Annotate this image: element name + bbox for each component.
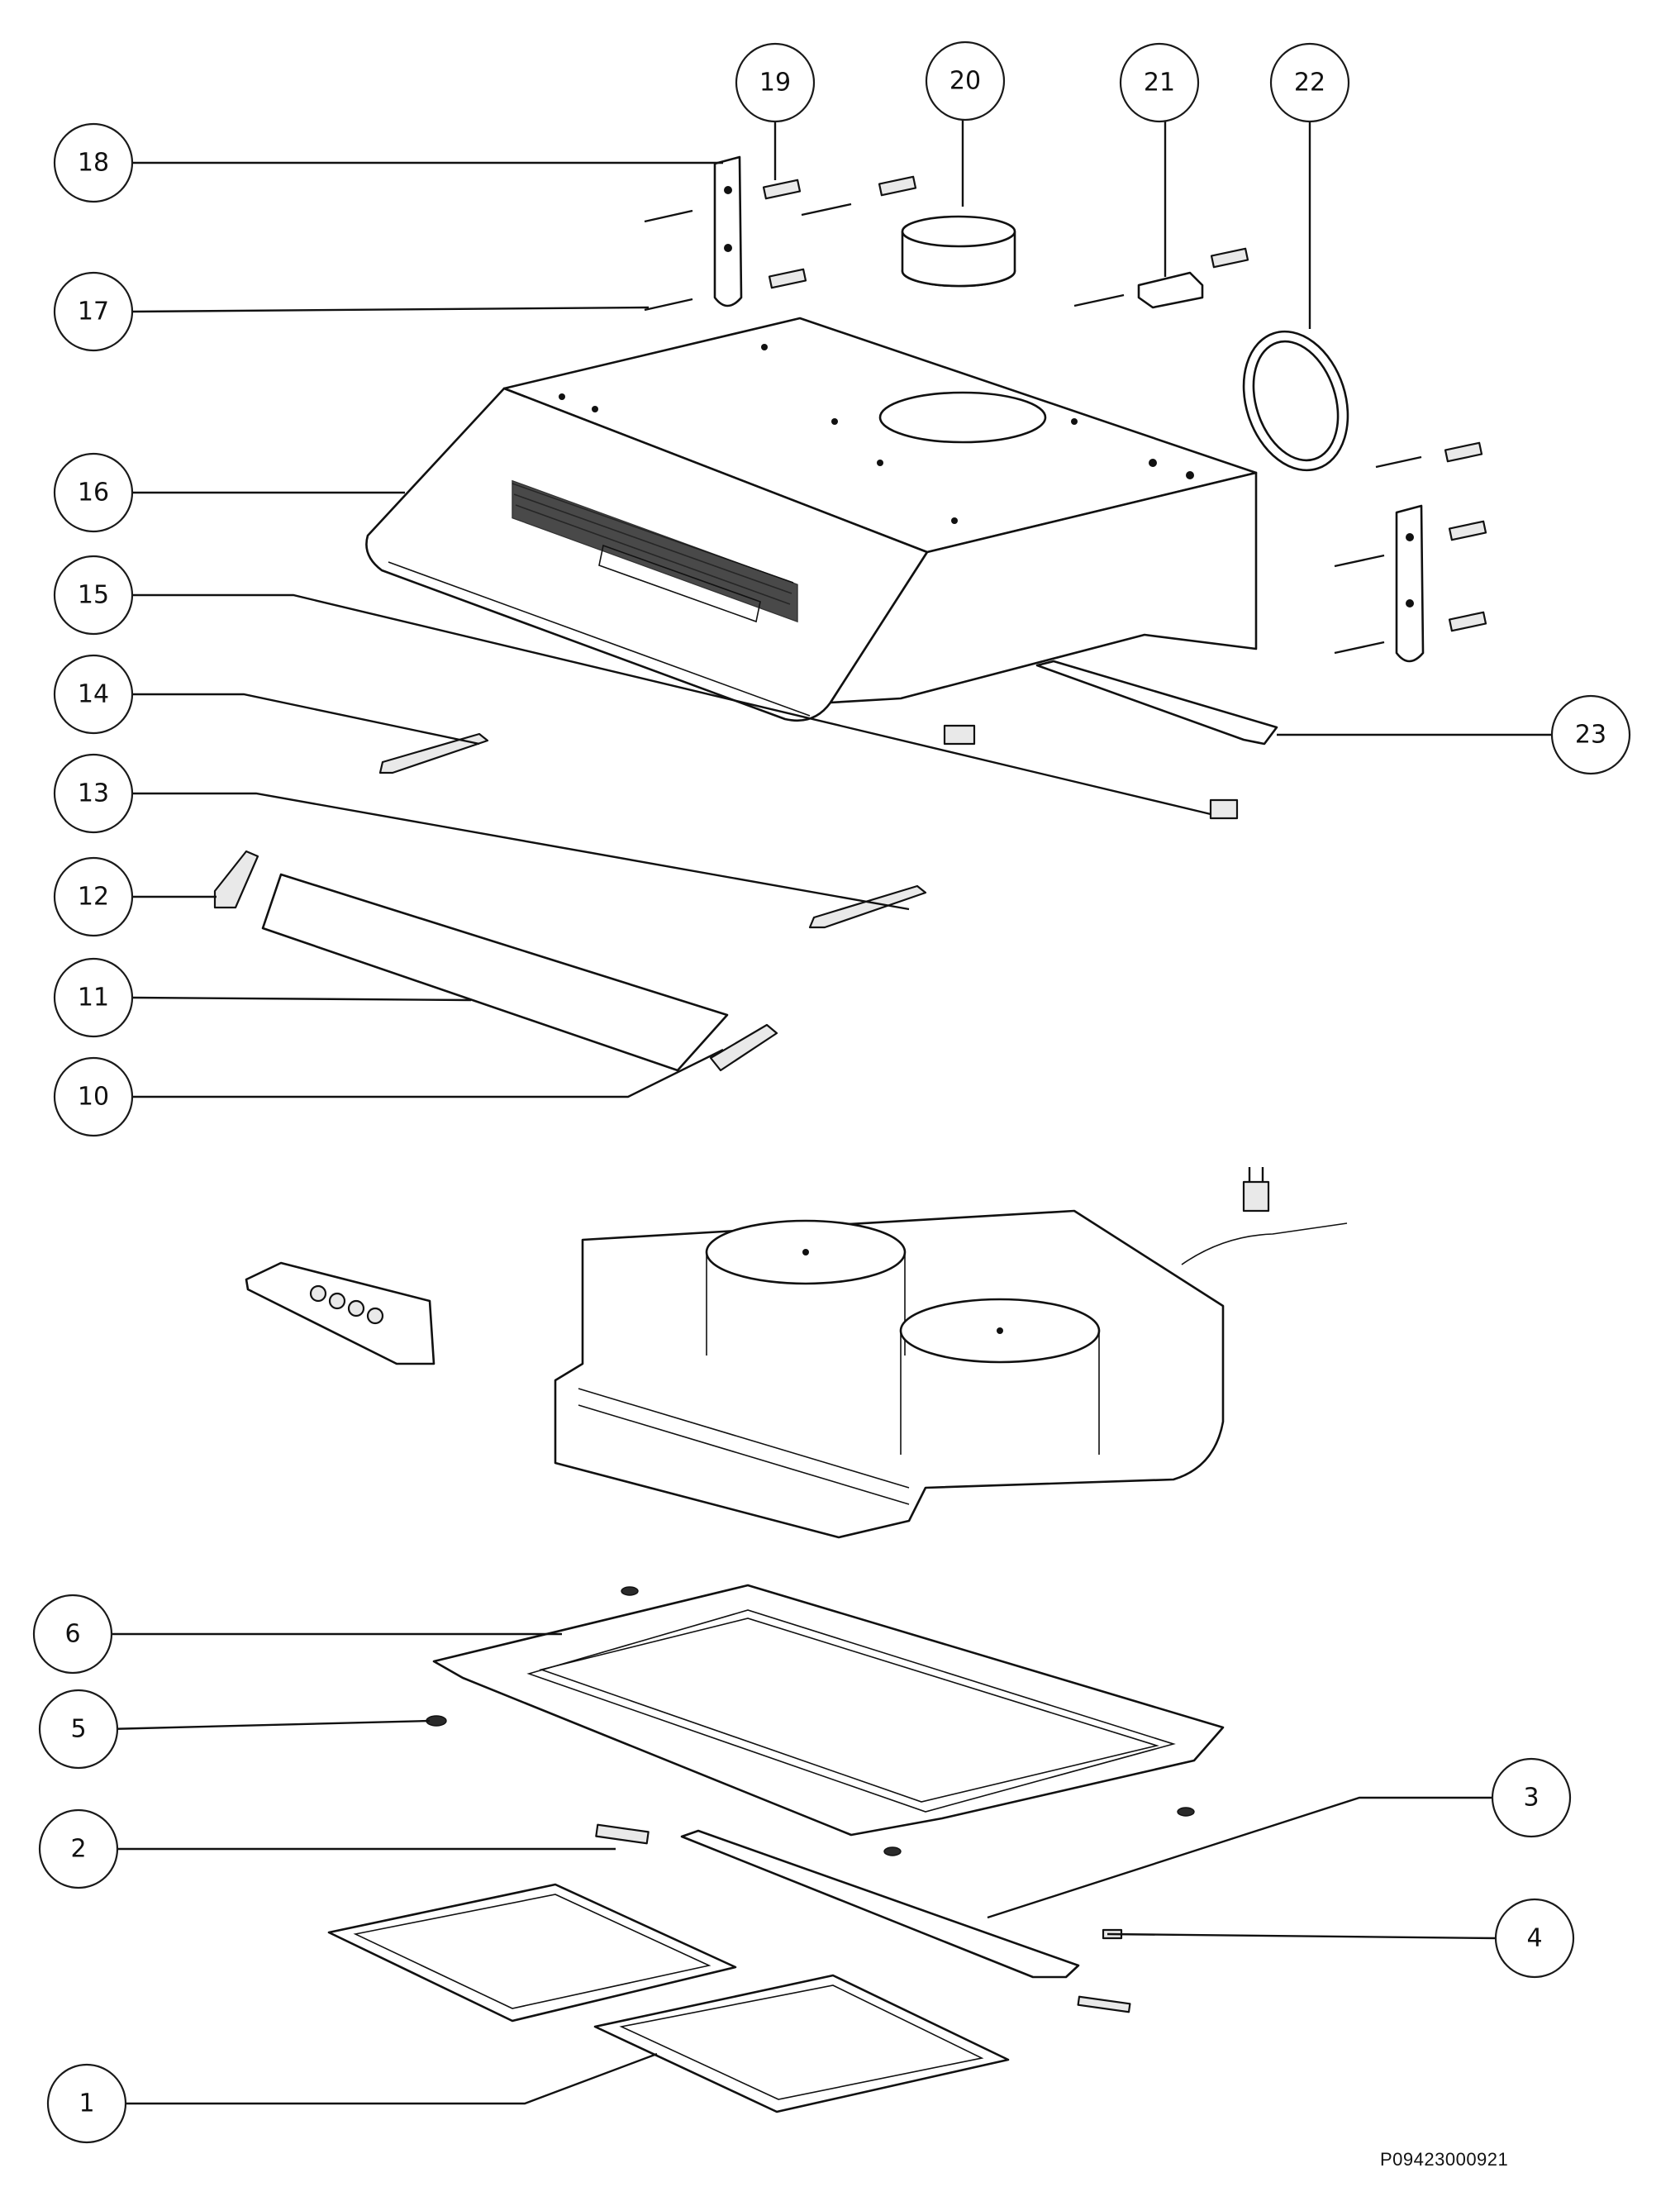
- filter-panel-part: [261, 873, 729, 1072]
- callout-label: 12: [78, 883, 109, 912]
- callout-label: 16: [78, 479, 109, 507]
- callout-22: 22: [1269, 42, 1350, 123]
- callout-15: 15: [53, 555, 134, 636]
- callout-label: 5: [70, 1715, 86, 1744]
- hood-body-part: [365, 317, 1258, 722]
- callout-10: 10: [53, 1056, 134, 1137]
- clip-part-12: [213, 850, 259, 909]
- clip-part-13: [808, 884, 927, 929]
- callout-label: 20: [949, 67, 981, 96]
- callout-label: 17: [78, 298, 109, 326]
- callout-21: 21: [1119, 42, 1200, 123]
- callout-17: 17: [53, 271, 134, 352]
- callout-label: 11: [78, 984, 109, 1012]
- callout-label: 6: [64, 1620, 80, 1649]
- rail-part-3: [680, 1829, 1080, 1979]
- fastener-part-2: [595, 1823, 650, 1845]
- leader-lines: [107, 107, 1552, 2105]
- callout-19: 19: [735, 42, 816, 123]
- callout-14: 14: [53, 654, 134, 735]
- callout-label: 21: [1144, 69, 1175, 98]
- callout-6: 6: [32, 1594, 113, 1675]
- vent-grille: [512, 479, 798, 623]
- gasket-ring-part: [1242, 330, 1349, 472]
- callout-label: 23: [1575, 721, 1606, 750]
- callout-label: 22: [1294, 69, 1325, 98]
- drawing-code: P09423000921: [1380, 2149, 1509, 2170]
- callout-label: 19: [759, 69, 791, 98]
- callout-label: 15: [78, 581, 109, 610]
- spigot-part: [901, 215, 1016, 288]
- callout-1: 1: [46, 2063, 127, 2144]
- callout-18: 18: [53, 122, 134, 203]
- callout-20: 20: [925, 40, 1006, 122]
- callout-11: 11: [53, 957, 134, 1038]
- callout-label: 18: [78, 149, 109, 178]
- callout-label: 2: [70, 1835, 86, 1864]
- clip-part-15: [943, 724, 1239, 820]
- callout-23: 23: [1550, 694, 1631, 775]
- control-switch-part: [245, 1261, 435, 1365]
- callout-label: 4: [1526, 1924, 1542, 1953]
- frame-part: [432, 1584, 1225, 1837]
- callout-3: 3: [1491, 1757, 1572, 1838]
- callout-16: 16: [53, 452, 134, 533]
- motor-housing-part: [554, 1209, 1225, 1539]
- callout-label: 1: [79, 2089, 94, 2118]
- callout-4: 4: [1494, 1898, 1575, 1979]
- callout-label: 13: [78, 779, 109, 808]
- wall-bracket-left: [713, 155, 743, 307]
- callout-12: 12: [53, 856, 134, 937]
- callout-13: 13: [53, 753, 134, 834]
- grease-filter-part: [327, 1883, 1010, 2113]
- wall-bracket-right: [1395, 504, 1425, 663]
- callout-label: 14: [78, 680, 109, 709]
- clip-part-10: [709, 1023, 778, 1072]
- power-cable-part: [1181, 1167, 1348, 1265]
- clip-part-14: [378, 732, 489, 774]
- bracket-part: [1137, 271, 1204, 309]
- callout-label: 3: [1523, 1784, 1539, 1813]
- screws-and-plugs: [644, 175, 1487, 655]
- rail-part: [1035, 660, 1278, 746]
- callout-2: 2: [38, 1808, 119, 1889]
- callout-label: 10: [78, 1083, 109, 1112]
- callout-5: 5: [38, 1689, 119, 1770]
